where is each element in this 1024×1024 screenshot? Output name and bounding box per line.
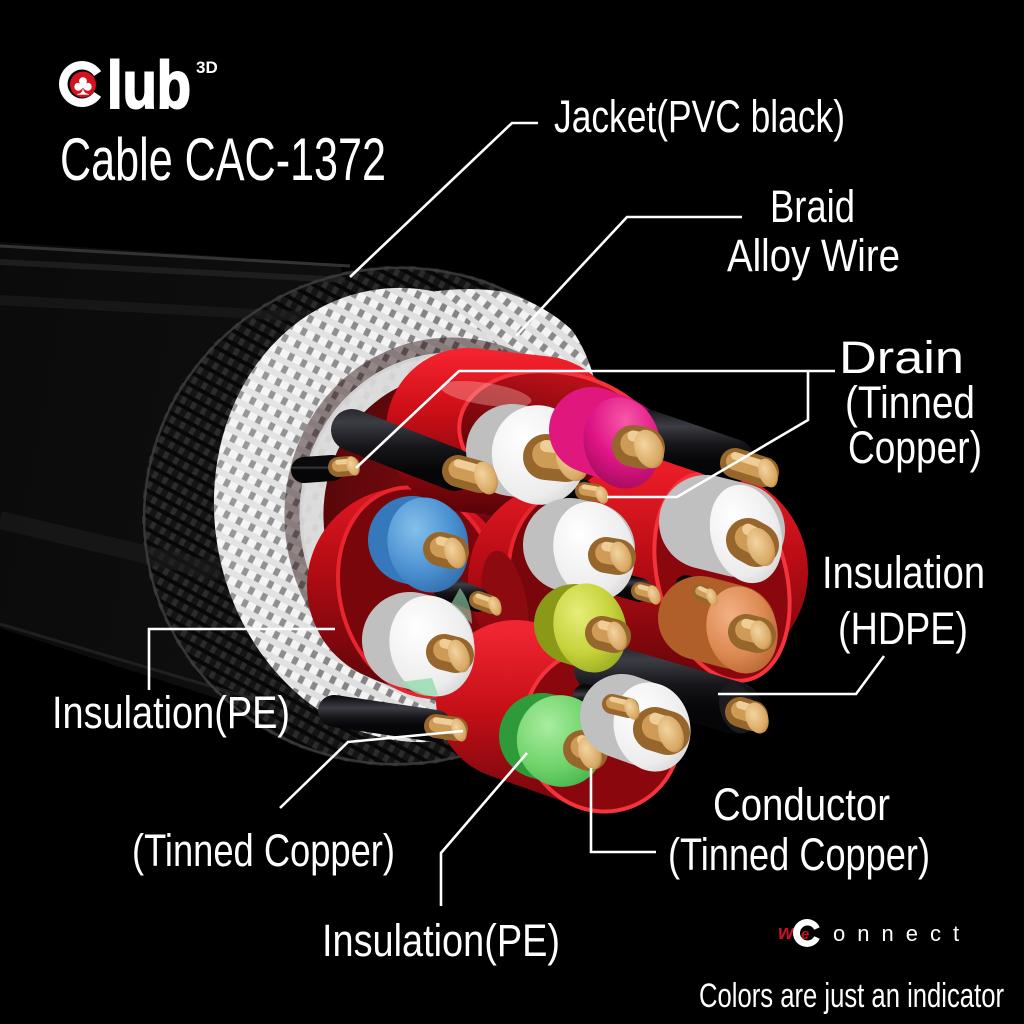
svg-text:e: e: [801, 926, 809, 943]
svg-text:♣: ♣: [73, 70, 92, 102]
svg-text:lub: lub: [107, 48, 191, 123]
svg-text:3D: 3D: [196, 58, 218, 77]
svg-text:(Tinned: (Tinned: [845, 377, 975, 428]
svg-text:onnect: onnect: [833, 921, 971, 946]
svg-text:w: w: [778, 922, 795, 944]
svg-text:Colors are just an indicator: Colors are just an indicator: [699, 977, 1004, 1015]
svg-text:(Tinned Copper): (Tinned Copper): [668, 829, 930, 880]
svg-text:Alloy Wire: Alloy Wire: [727, 230, 900, 281]
svg-text:Insulation(PE): Insulation(PE): [52, 687, 290, 738]
svg-text:Jacket(PVC black): Jacket(PVC black): [554, 91, 845, 142]
svg-text:Braid: Braid: [770, 181, 855, 232]
svg-text:Conductor: Conductor: [713, 779, 890, 830]
svg-text:Insulation(PE): Insulation(PE): [322, 915, 560, 966]
svg-text:Cable CAC-1372: Cable CAC-1372: [60, 126, 386, 193]
svg-text:Insulation: Insulation: [822, 547, 985, 598]
svg-text:(HDPE): (HDPE): [838, 603, 968, 654]
svg-text:Copper): Copper): [848, 422, 982, 473]
svg-text:Drain: Drain: [839, 332, 964, 383]
svg-text:(Tinned Copper): (Tinned Copper): [132, 825, 395, 876]
